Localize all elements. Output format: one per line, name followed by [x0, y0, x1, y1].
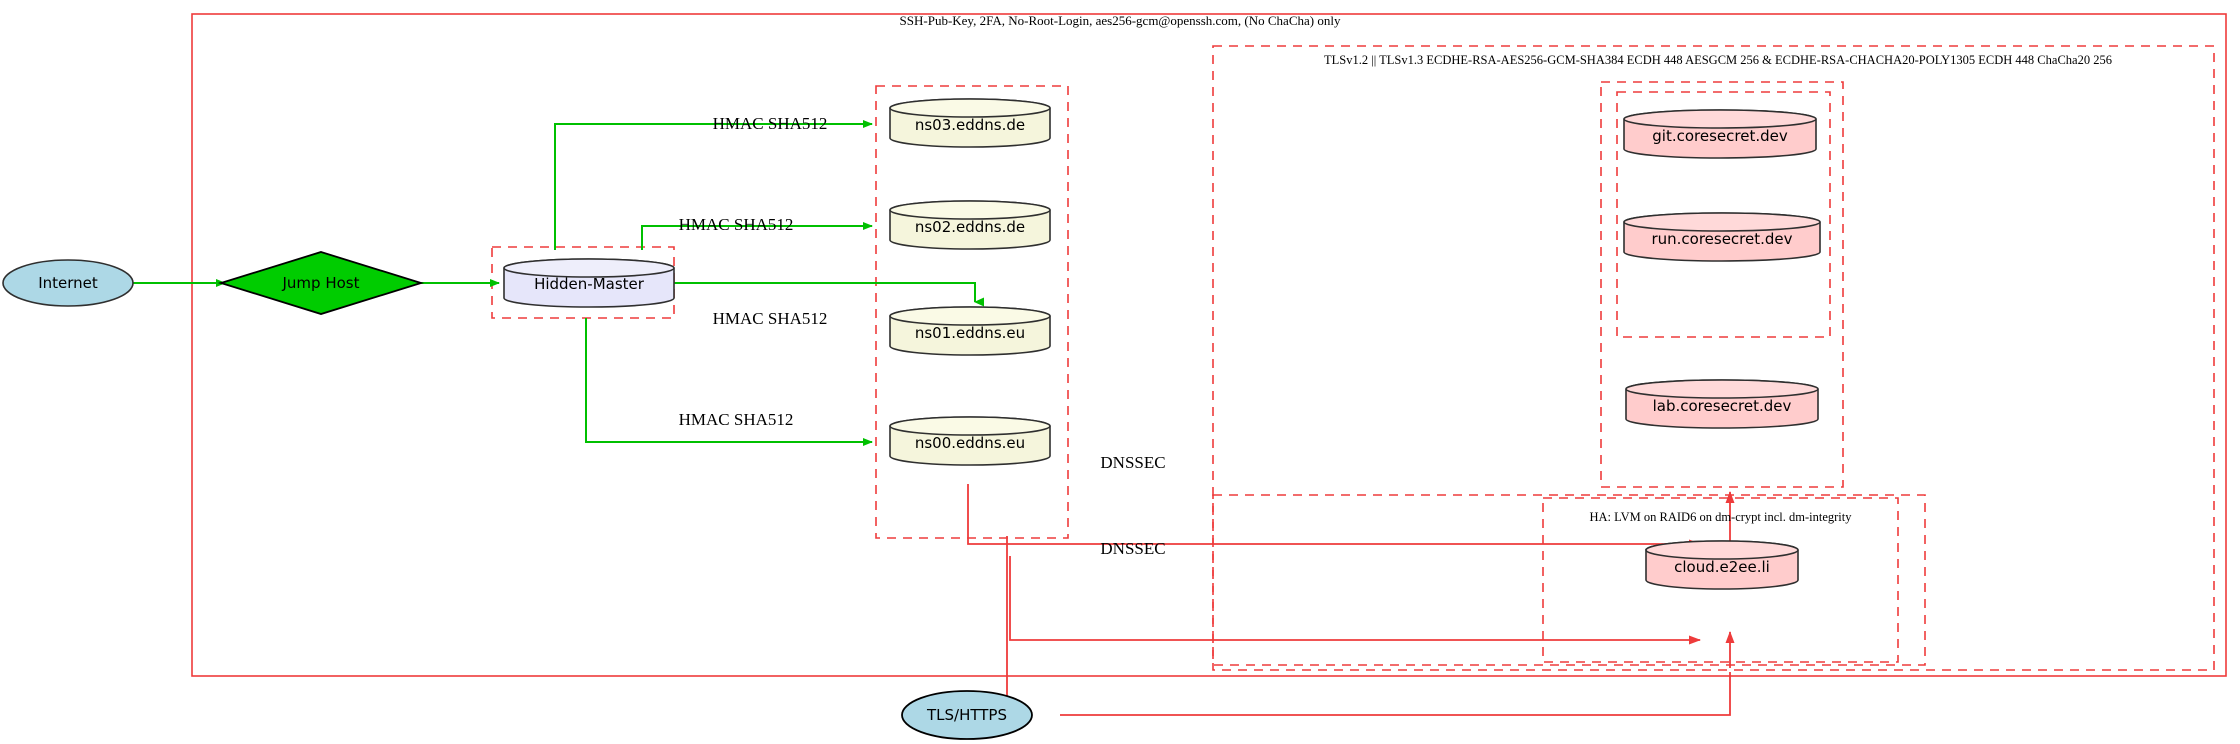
- cluster-dnssec-zone-border: [1212, 494, 1926, 666]
- edge-dnssec-upper-label: DNSSEC: [1100, 453, 1166, 472]
- node-ns01[interactable]: [889, 306, 1051, 356]
- cluster-outer-ssh-border: [191, 13, 2227, 677]
- edge-hiddenmaster-ns03-path: [554, 120, 873, 250]
- node-run-coresecret[interactable]: [1623, 212, 1821, 262]
- edge-tlshttps-path: [1006, 536, 1731, 716]
- node-ns00[interactable]: [889, 416, 1051, 466]
- edge-hiddenmaster-ns02-label: HMAC SHA512: [678, 215, 794, 234]
- cluster-tls-label: TLSv1.2 || TLSv1.3 ECDHE-RSA-AES256-GCM-…: [1324, 52, 2112, 67]
- cluster-tls-border: [1212, 45, 2215, 671]
- edge-hiddenmaster-ns00-label: HMAC SHA512: [678, 410, 794, 429]
- cluster-ha-border: [1542, 497, 1899, 663]
- cluster-coresecret-outer-border: [1600, 81, 1844, 488]
- node-cloud-e2ee[interactable]: [1645, 540, 1799, 590]
- node-tls-https[interactable]: [901, 690, 1033, 740]
- node-lab-coresecret[interactable]: [1625, 379, 1819, 429]
- edge-hiddenmaster-ns00-path: [585, 318, 873, 446]
- edge-dnssec-lower-path: [1009, 556, 1701, 645]
- node-internet[interactable]: [2, 259, 134, 307]
- edge-hiddenmaster-ns03-label: HMAC SHA512: [712, 114, 828, 133]
- edge-dnssec-upper-path: [967, 484, 1701, 549]
- node-jump-host[interactable]: [217, 251, 425, 315]
- node-hidden-master[interactable]: [503, 258, 675, 308]
- edge-dnssec-lower-label: DNSSEC: [1100, 539, 1166, 558]
- cluster-ha-label: HA: LVM on RAID6 on dm-crypt incl. dm-in…: [1589, 509, 1852, 524]
- node-ns02[interactable]: [889, 200, 1051, 250]
- node-ns03[interactable]: [889, 98, 1051, 148]
- edge-hiddenmaster-ns01-label: HMAC SHA512: [712, 309, 828, 328]
- node-git-coresecret[interactable]: [1623, 109, 1817, 159]
- cluster-coresecret-inner-border: [1616, 91, 1831, 338]
- cluster-nameservers-border: [875, 85, 1069, 539]
- edge-hiddenmaster-ns02-path: [641, 222, 873, 250]
- graph-title: SSH-Pub-Key, 2FA, No-Root-Login, aes256-…: [899, 13, 1341, 28]
- edge-hiddenmaster-ns01-path: [672, 282, 984, 307]
